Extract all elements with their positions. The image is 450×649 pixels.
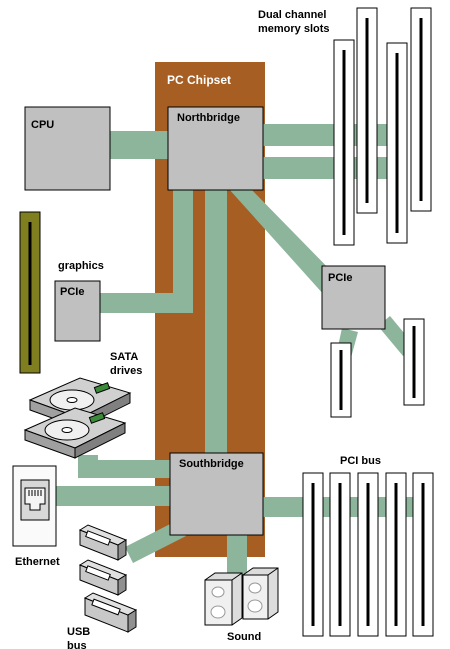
northbridge-chip [167, 106, 264, 191]
speakers-icon [204, 567, 279, 626]
usb-ports-icon [78, 524, 138, 633]
bus-northbridge-graphics [100, 190, 193, 313]
memory-slots [333, 7, 432, 246]
bus-sata-southbridge [78, 455, 170, 478]
pci-slots [302, 472, 434, 637]
pcie-right-label: PCIe [328, 272, 352, 284]
chipset-label: PC Chipset [167, 73, 231, 87]
sata-label-line1: SATA [110, 351, 138, 363]
usb-label-line2: bus [67, 640, 87, 649]
bus-northbridge-southbridge [205, 190, 227, 458]
ethernet-port-icon [12, 465, 57, 547]
southbridge-label: Southbridge [179, 458, 244, 470]
pcie-left-chip [54, 280, 101, 342]
usb-label-line1: USB [67, 626, 90, 638]
ethernet-label: Ethernet [15, 556, 60, 568]
cpu-label: CPU [31, 119, 54, 131]
cpu-chip [24, 106, 111, 191]
graphics-label: graphics [58, 260, 104, 272]
pci-bus-label: PCI bus [340, 455, 381, 467]
northbridge-label: Northbridge [177, 112, 240, 124]
bus-southbridge-sound [227, 535, 247, 575]
bus-ethernet-southbridge [56, 486, 170, 506]
sata-label-line2: drives [110, 365, 142, 377]
southbridge-chip [169, 452, 264, 536]
bus-northbridge-pcie-right [228, 186, 340, 296]
sound-label: Sound [227, 631, 261, 643]
sata-drive-icon [23, 377, 132, 459]
pcie-right-chip [321, 265, 386, 330]
pcie-left-label: PCIe [60, 286, 84, 298]
buses [56, 124, 428, 575]
bus-cpu-northbridge [110, 131, 170, 159]
memory-label-line2: memory slots [258, 23, 330, 35]
memory-label-line1: Dual channel [258, 9, 326, 21]
